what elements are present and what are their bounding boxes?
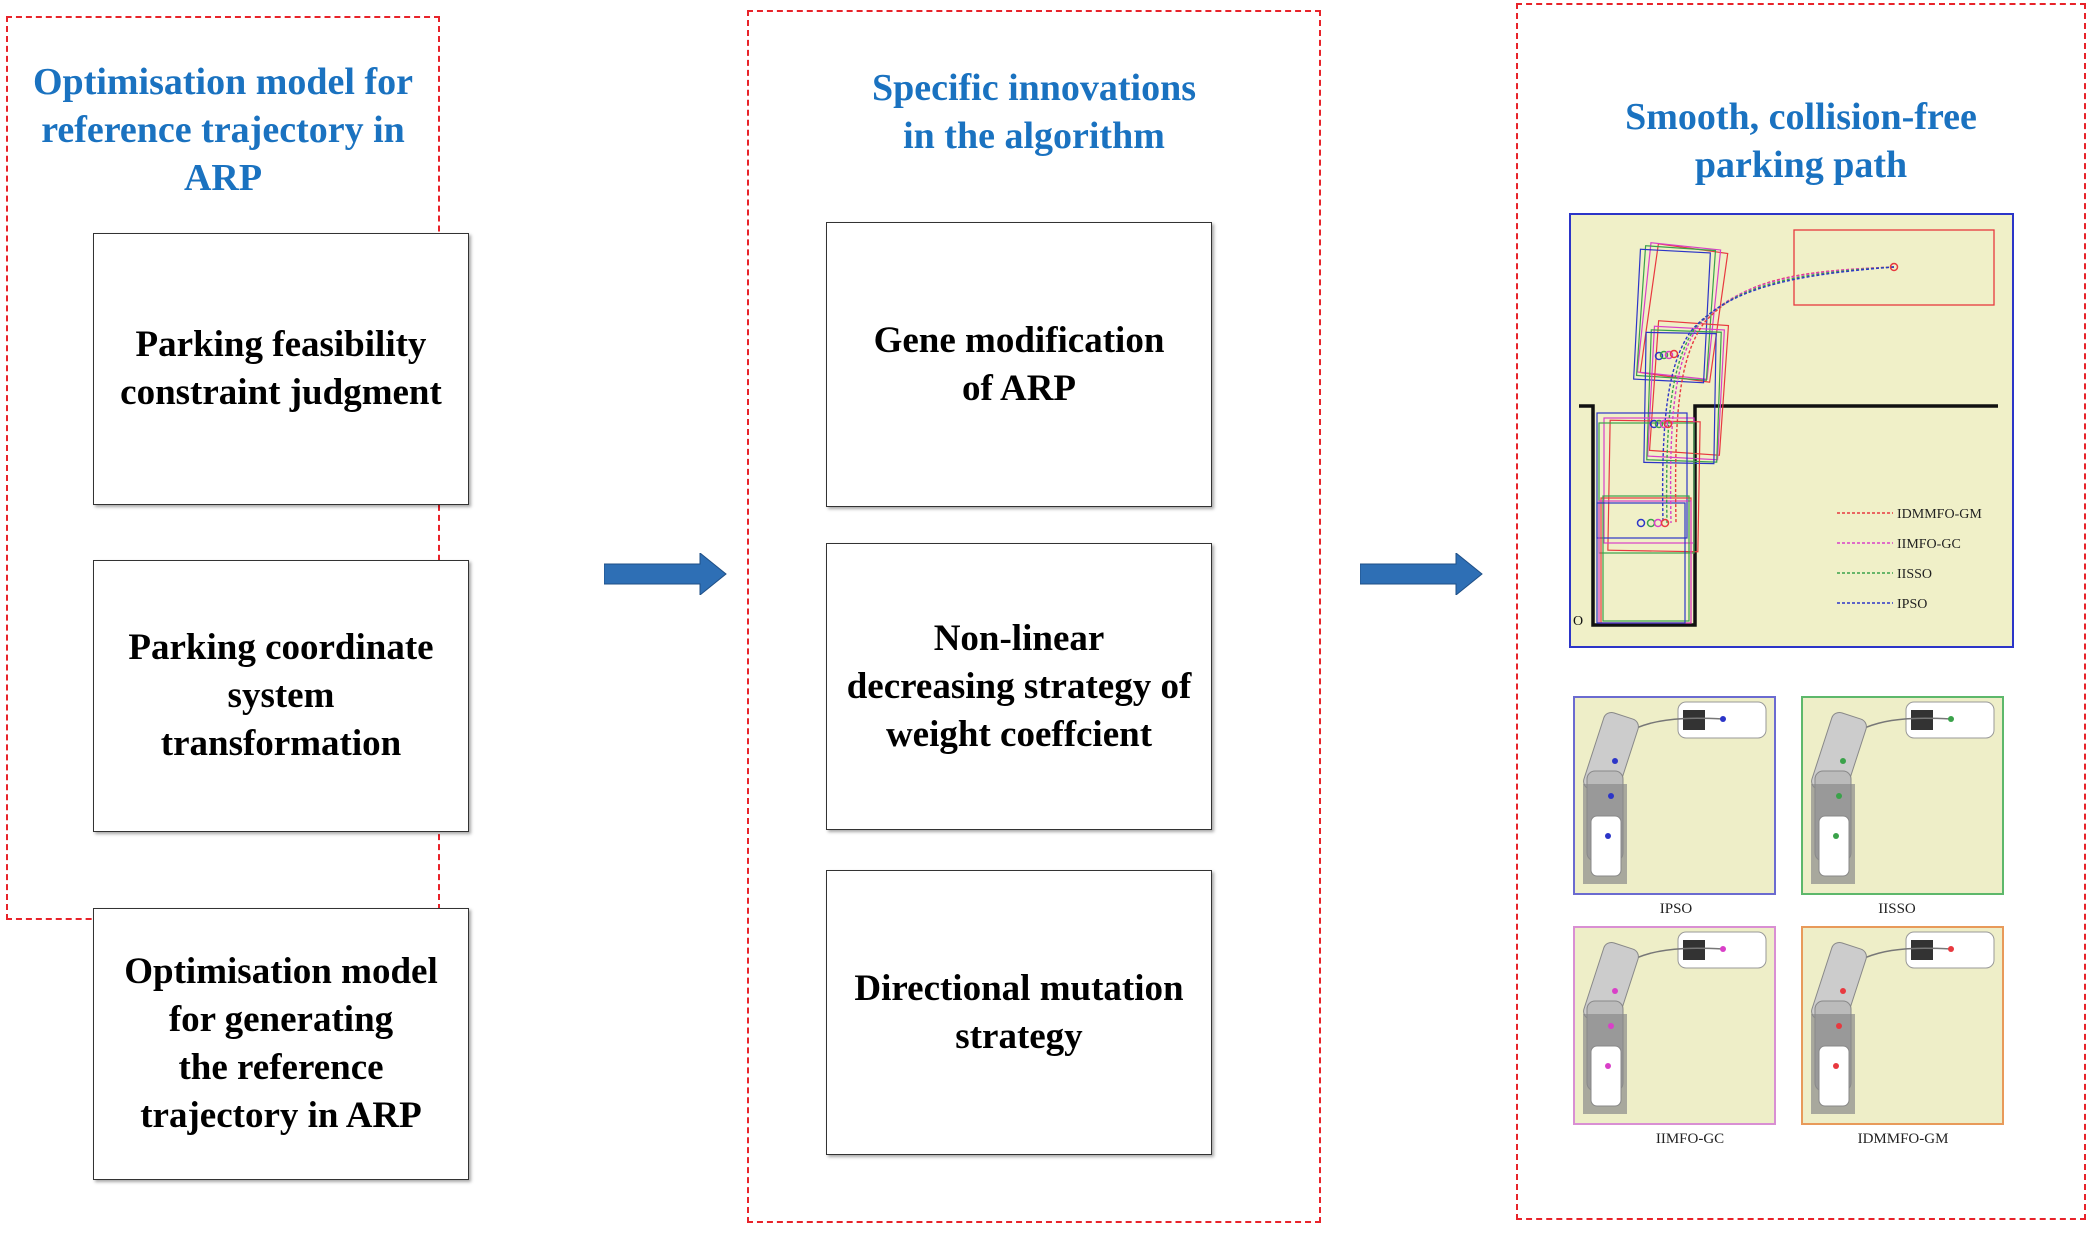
trajectory-plot: O IDMMFO-GM IIMFO-GC IISSO IPSO: [1569, 213, 2014, 648]
thumbnail-idmmfo-gm: [1801, 926, 2004, 1125]
legend-label-iimfo-gc: IIMFO-GC: [1897, 537, 1961, 552]
box-label: Non-linear decreasing strategy of weight…: [846, 617, 1192, 755]
box-label: Optimisation model for generating the re…: [124, 951, 438, 1136]
thumbnail-label-ipso: IPSO: [1659, 901, 1693, 917]
legend-label-idmmfo-gm: IDMMFO-GM: [1897, 507, 1982, 522]
path-iisso: [1665, 266, 1895, 524]
box-gene-modification: Gene modification of ARP: [826, 222, 1212, 507]
panel-title-middle: Specific innovations in the algorithm: [871, 67, 1197, 157]
thumbnail-iimfo-gc: [1573, 926, 1776, 1125]
path-iimfo-gc: [1669, 266, 1895, 524]
thumbnail-iisso: [1801, 696, 2004, 895]
box-label: Parking coordinate system transformation: [128, 627, 434, 764]
panel-algorithm-innovations: Specific innovations in the algorithm: [747, 10, 1321, 1223]
box-label: Parking feasibility constraint judgment: [120, 324, 442, 413]
panel-parking-path: Smooth, collision-free parking path: [1516, 3, 2086, 1220]
thumbnail-label-iimfo-gc: IIMFO-GC: [1655, 1131, 1725, 1147]
box-directional-mutation: Directional mutation strategy: [826, 870, 1212, 1155]
box-label: Gene modification of ARP: [873, 319, 1165, 409]
box-weight-coefficient-strategy: Non-linear decreasing strategy of weight…: [826, 543, 1212, 830]
parking-wall: [1579, 404, 1998, 627]
panel-title-right: Smooth, collision-free parking path: [1625, 96, 1977, 186]
thumbnail-label-idmmfo-gm: IDMMFO-GM: [1857, 1131, 1949, 1147]
box-label: Directional mutation strategy: [854, 967, 1184, 1057]
target-slot: [1793, 229, 1995, 306]
box-parking-feasibility: Parking feasibility constraint judgment: [93, 233, 469, 505]
plot-legend: IDMMFO-GM IIMFO-GC IISSO IPSO: [1837, 507, 1982, 612]
box-optimisation-model: Optimisation model for generating the re…: [93, 908, 469, 1180]
legend-label-ipso: IPSO: [1897, 597, 1927, 612]
flow-arrow-1: [604, 553, 727, 595]
thumbnail-label-iisso: IISSO: [1878, 901, 1916, 917]
flow-arrow-2: [1360, 553, 1483, 595]
panel-reference-trajectory-model: Optimisation model for reference traject…: [6, 16, 440, 920]
panel-title-left: Optimisation model for reference traject…: [33, 61, 413, 199]
origin-label: O: [1573, 614, 1583, 629]
box-coordinate-transformation: Parking coordinate system transformation: [93, 560, 469, 832]
thumbnail-ipso: [1573, 696, 1776, 895]
legend-label-iisso: IISSO: [1897, 567, 1932, 582]
path-ipso: [1661, 266, 1895, 524]
